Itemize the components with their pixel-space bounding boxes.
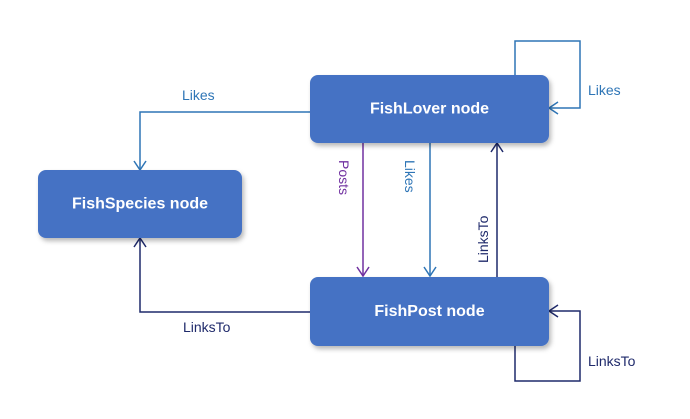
edge-post-linksto-self: LinksTo: [514, 304, 636, 382]
edge-line: [514, 310, 581, 382]
edge-line: [139, 111, 310, 170]
node-fishlover: FishLover node: [310, 75, 549, 143]
node-box: [310, 277, 549, 346]
node-label: FishSpecies node: [72, 196, 208, 213]
node-label: FishPost node: [374, 303, 484, 320]
edge-post-linksto-lover: LinksTo: [475, 141, 504, 277]
edge-lover-likes-post: Likes: [402, 143, 437, 278]
edge-label-linksto: LinksTo: [183, 319, 231, 335]
edge-label-linksto: LinksTo: [588, 353, 636, 369]
arrowhead-icon: [356, 266, 370, 278]
edge-line: [139, 238, 310, 313]
edge-label-likes: Likes: [402, 160, 418, 193]
edge-post-linksto-species: LinksTo: [133, 236, 310, 335]
node-box: [38, 170, 242, 238]
arrowhead-icon: [423, 266, 437, 278]
edge-label-likes: Likes: [588, 82, 621, 98]
edge-line: [514, 40, 581, 109]
node-label: FishLover node: [370, 101, 489, 118]
edge-lover-posts-post: Posts: [336, 143, 370, 278]
edge-lover-likes-species: Likes: [133, 87, 310, 172]
edge-label-linksto: LinksTo: [475, 215, 491, 263]
node-fishspecies: FishSpecies node: [38, 170, 242, 238]
edge-label-likes: Likes: [182, 87, 215, 103]
edge-lover-likes-self: Likes: [514, 40, 621, 115]
node-box: [310, 75, 549, 143]
edge-label-posts: Posts: [336, 160, 352, 195]
node-fishpost: FishPost node: [310, 277, 549, 346]
